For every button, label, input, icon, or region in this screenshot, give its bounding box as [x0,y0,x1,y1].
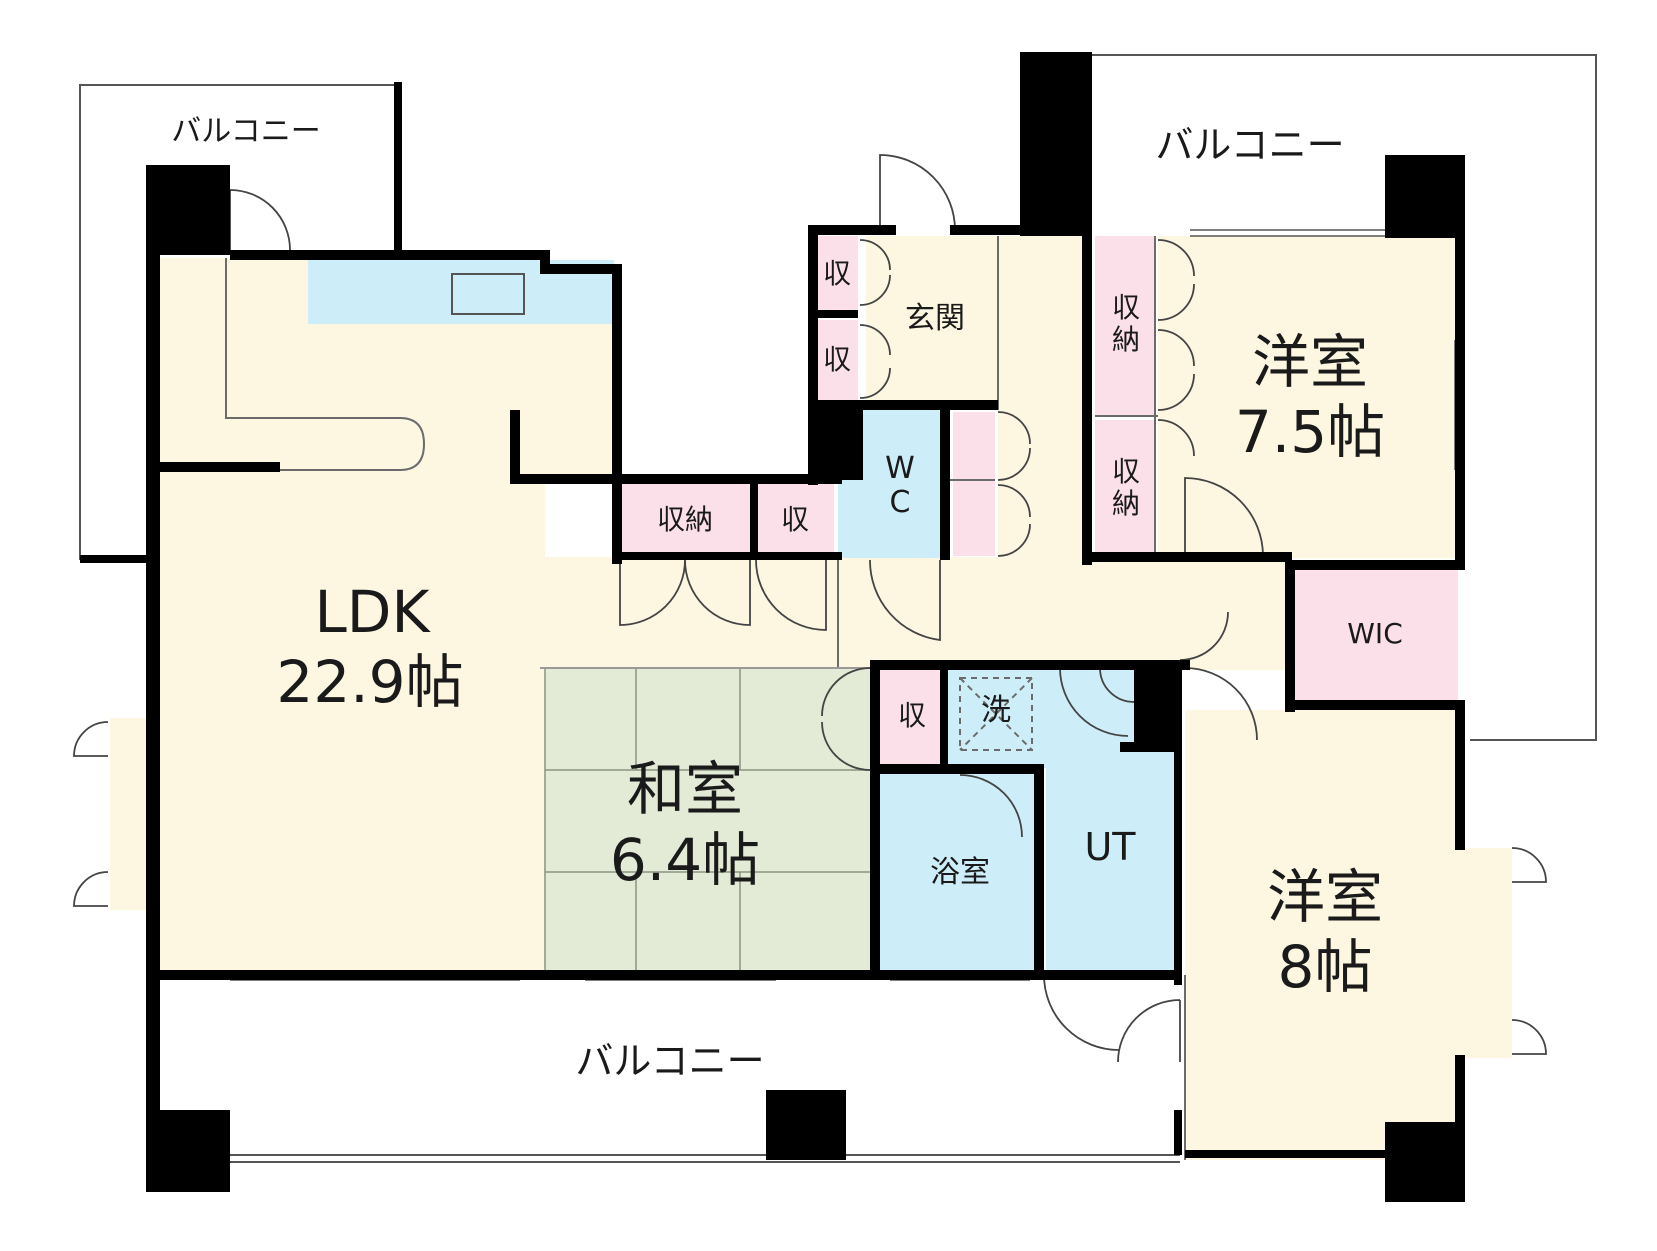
storage-genkan-2-label: 収 [822,343,851,376]
door-storage-wc [997,411,1031,557]
storage-yoshitsu1-2-label: 収 納 [1111,455,1140,521]
yoshitsu1-size: 7.5帖 [1234,398,1386,466]
storage-genkan-2 [816,320,858,404]
column-top-center [1020,52,1092,236]
washer-pan [959,677,1033,751]
genkan-label: 玄関 [905,301,965,336]
door-ut [1059,667,1135,737]
door-balcony-topleft [229,189,291,251]
storage-genkan-1-label: 収 [822,257,851,290]
hall-vertical-floor [998,236,1088,566]
door-yoshitsu2 [1184,667,1258,741]
floor-fills [110,236,1512,1160]
hall-floor [540,557,1285,670]
storage-yoshitsu1-1-label: 収 納 [1111,291,1140,357]
wic-label: WIC [1347,617,1403,650]
wic-floor [1294,568,1458,708]
yoshitsu2-size: 8帖 [1277,933,1373,1001]
balcony-top-left-label: バルコニー [171,114,321,149]
washitsu-name: 和室 [626,755,743,823]
yoshitsu2-floor [1185,710,1460,1160]
storage-washitsu [880,668,944,768]
door-entrance [879,154,956,231]
storage-genkan-1 [816,236,858,312]
washitsu-size: 6.4帖 [609,826,761,894]
door-balcony-right-upper [1511,847,1547,883]
column-bottom-center [766,1090,846,1160]
column-bottom-left [146,1110,230,1192]
door-storage-yoshitsu1 [1157,239,1195,457]
door-balcony-left-lower [73,871,109,907]
storage-hall [756,484,834,556]
door-bath [959,774,1023,838]
wc-label: W C [885,451,915,520]
laundry-label: 洗 [981,693,1011,728]
door-swings [73,154,1547,1063]
ldk-name: LDK [314,578,430,646]
door-storage-hall [755,559,827,631]
storage-ldk-label: 収納 [656,503,713,536]
fixtures [225,236,1186,1160]
door-balcony-left-upper [73,721,109,757]
balcony-bottom-label: バルコニー [575,1039,765,1083]
door-washitsu [821,667,871,771]
door-storage-genkan-1 [859,239,891,306]
sink-icon [451,273,525,315]
balcony-top-right-label: バルコニー [1155,123,1345,167]
door-storage-ldk [619,559,751,626]
balcony-top-right-outline [1090,54,1597,741]
bath-label: 浴室 [930,855,990,890]
door-wic [1179,611,1229,661]
column-bottom-right [1385,1122,1465,1202]
storage-ldk [618,484,750,556]
ut-label: UT [1084,825,1136,869]
door-balcony-right-lower [1511,1019,1547,1055]
storage-wc-side [953,412,995,556]
door-yoshitsu1 [1184,477,1264,557]
column-top-right [1385,155,1465,238]
washitsu-floor [545,668,870,975]
storage-hall-label: 収 [780,503,809,536]
kitchen-counter-outline [225,258,426,471]
door-wc [869,559,941,642]
ldk-floor-lower [160,470,545,975]
column-top-left [146,165,230,255]
storage-washitsu-label: 収 [897,699,926,732]
ldk-size: 22.9帖 [276,648,464,716]
yoshitsu1-name: 洋室 [1251,328,1368,396]
walls [80,52,1465,1202]
storage-yoshitsu1-1 [1095,236,1155,416]
storage-yoshitsu1-2 [1095,420,1155,556]
yoshitsu2-name: 洋室 [1266,863,1383,931]
column-center [808,400,863,480]
tatami-grid [544,668,870,975]
door-storage-genkan-2 [859,324,891,399]
door-balcony-bottom [1043,974,1181,1063]
balcony-door-strip-right [1460,848,1512,1058]
yoshitsu1-floor [1158,236,1460,558]
